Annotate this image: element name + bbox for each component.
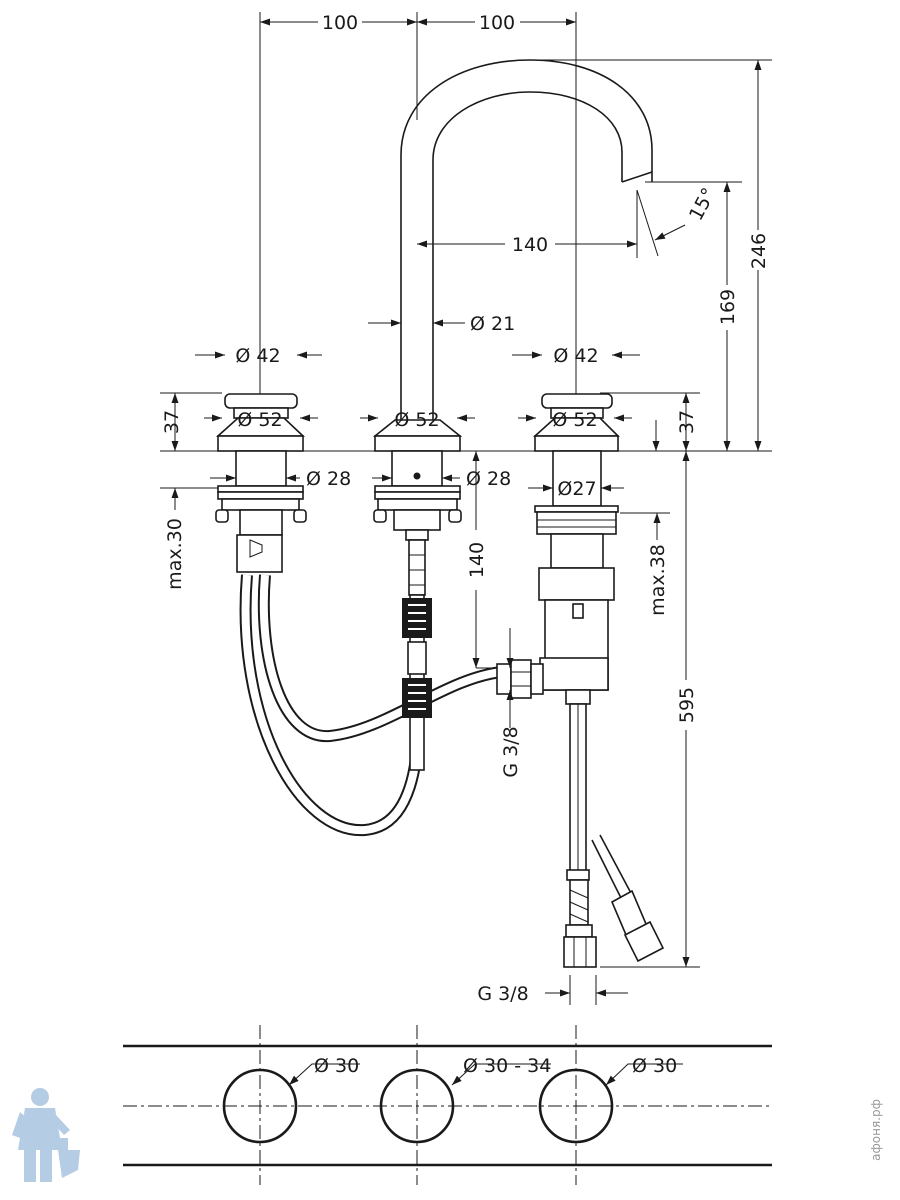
hoses: [239, 574, 665, 968]
right-valve: [532, 393, 620, 705]
dim-thread-side: G 3/8: [500, 726, 522, 777]
dim-flange-left: Ø 52: [237, 409, 282, 431]
center-valve: [372, 419, 463, 596]
dim-spout-diameter: Ø 21: [470, 313, 515, 335]
spout: [400, 59, 659, 451]
dim-top-left-spacing: 100: [322, 12, 358, 34]
dim-handle-top-left: Ø 42: [235, 345, 280, 367]
dim-angle: 15°: [685, 184, 720, 224]
dim-flange-right: Ø 52: [552, 409, 597, 431]
dim-top-right-spacing: 100: [479, 12, 515, 34]
dim-height-right-handle: 37: [676, 410, 698, 434]
plan-hole-right: [538, 1068, 614, 1144]
dim-connection-height: 140: [466, 542, 488, 578]
watermark-text: афоня.рф: [869, 1099, 883, 1161]
plan-view: Ø 30 Ø 30 - 34 Ø 30: [123, 1025, 772, 1185]
plumber-logo: [12, 1088, 80, 1182]
plan-label-hole-left: Ø 30: [314, 1055, 359, 1077]
plan-label-hole-right: Ø 30: [632, 1055, 677, 1077]
dim-total-length: 595: [676, 687, 698, 723]
dim-height-total: 246: [748, 233, 770, 269]
dim-handle-top-right: Ø 42: [553, 345, 598, 367]
plan-hole-center: [379, 1068, 455, 1144]
left-valve: [215, 393, 307, 573]
dim-flange-center: Ø 52: [394, 409, 439, 431]
dim-shank-left: Ø 28: [306, 468, 351, 490]
plan-label-hole-center: Ø 30 - 34: [463, 1055, 551, 1077]
dim-thread-bottom: G 3/8: [477, 983, 528, 1005]
dim-max-right: max.38: [647, 544, 669, 616]
dim-shank-center: Ø 28: [466, 468, 511, 490]
dim-spout-reach: 140: [512, 234, 548, 256]
dim-height-outlet: 169: [717, 289, 739, 325]
dim-max-left: max.30: [164, 518, 186, 590]
plan-hole-left: [222, 1068, 298, 1144]
dimension-lines: [171, 18, 762, 997]
dim-height-left-handle: 37: [161, 410, 183, 434]
dim-shank-right: Ø27: [557, 478, 596, 500]
